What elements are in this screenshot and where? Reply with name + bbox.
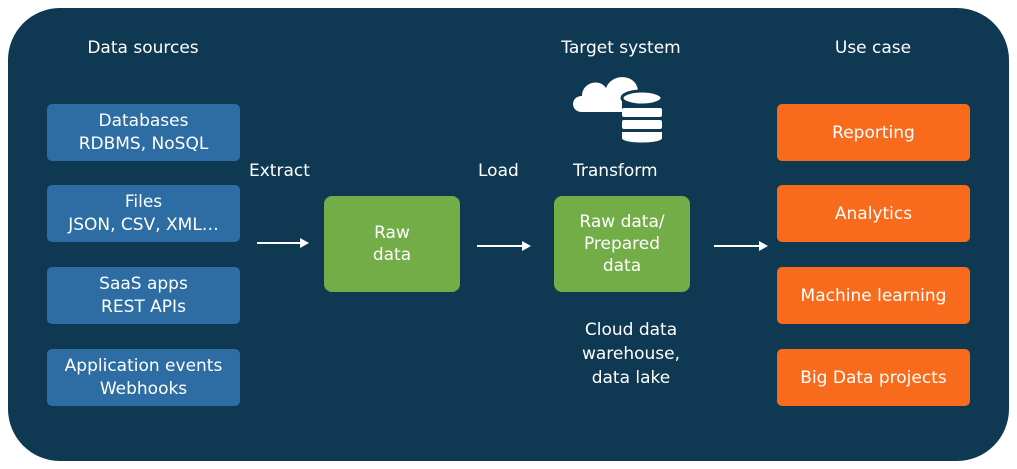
source-detail: RDBMS, NoSQL bbox=[78, 133, 209, 154]
prepared-data-line: data bbox=[602, 256, 642, 276]
step-extract-label: Extract bbox=[249, 161, 310, 181]
use-case-big-data-projects: Big Data projects bbox=[777, 349, 970, 406]
step-load-label: Load bbox=[478, 161, 519, 181]
source-databases: Databases RDBMS, NoSQL bbox=[47, 104, 240, 161]
heading-use-case: Use case bbox=[834, 38, 912, 58]
use-case-label: Big Data projects bbox=[800, 367, 947, 388]
arrow-use-case-icon bbox=[714, 241, 768, 251]
prepared-data-line: Raw data/ bbox=[579, 212, 665, 232]
target-caption-line: data lake bbox=[591, 368, 671, 388]
target-caption-line: Cloud data bbox=[584, 320, 678, 340]
source-files: Files JSON, CSV, XML… bbox=[47, 185, 240, 242]
source-saas-apps: SaaS apps REST APIs bbox=[47, 267, 240, 324]
heading-target-system: Target system bbox=[561, 38, 681, 58]
source-title: Files bbox=[124, 191, 163, 212]
use-case-reporting: Reporting bbox=[777, 104, 970, 161]
raw-data-box: Raw data bbox=[324, 196, 460, 292]
source-application-events: Application events Webhooks bbox=[47, 349, 240, 406]
arrow-load-icon bbox=[477, 241, 531, 251]
use-case-label: Analytics bbox=[834, 203, 913, 224]
raw-data-line: Raw bbox=[374, 223, 410, 243]
use-case-analytics: Analytics bbox=[777, 185, 970, 242]
heading-data-sources: Data sources bbox=[87, 38, 199, 58]
raw-data-line: data bbox=[372, 245, 412, 265]
use-case-label: Reporting bbox=[832, 122, 915, 143]
source-detail: Webhooks bbox=[99, 378, 188, 399]
prepared-data-box: Raw data/ Prepared data bbox=[554, 196, 690, 292]
step-transform-label: Transform bbox=[573, 161, 658, 181]
source-title: Databases bbox=[98, 110, 189, 131]
target-caption: Cloud data warehouse, data lake bbox=[556, 318, 706, 390]
arrow-extract-icon bbox=[257, 238, 309, 248]
cloud-database-icon bbox=[573, 77, 664, 144]
prepared-data-line: Prepared bbox=[583, 234, 661, 254]
target-caption-line: warehouse, bbox=[581, 344, 681, 364]
use-case-label: Machine learning bbox=[800, 285, 947, 306]
source-title: SaaS apps bbox=[99, 273, 188, 294]
source-detail: JSON, CSV, XML… bbox=[68, 214, 219, 235]
use-case-machine-learning: Machine learning bbox=[777, 267, 970, 324]
source-detail: REST APIs bbox=[101, 296, 186, 317]
source-title: Application events bbox=[64, 355, 223, 376]
